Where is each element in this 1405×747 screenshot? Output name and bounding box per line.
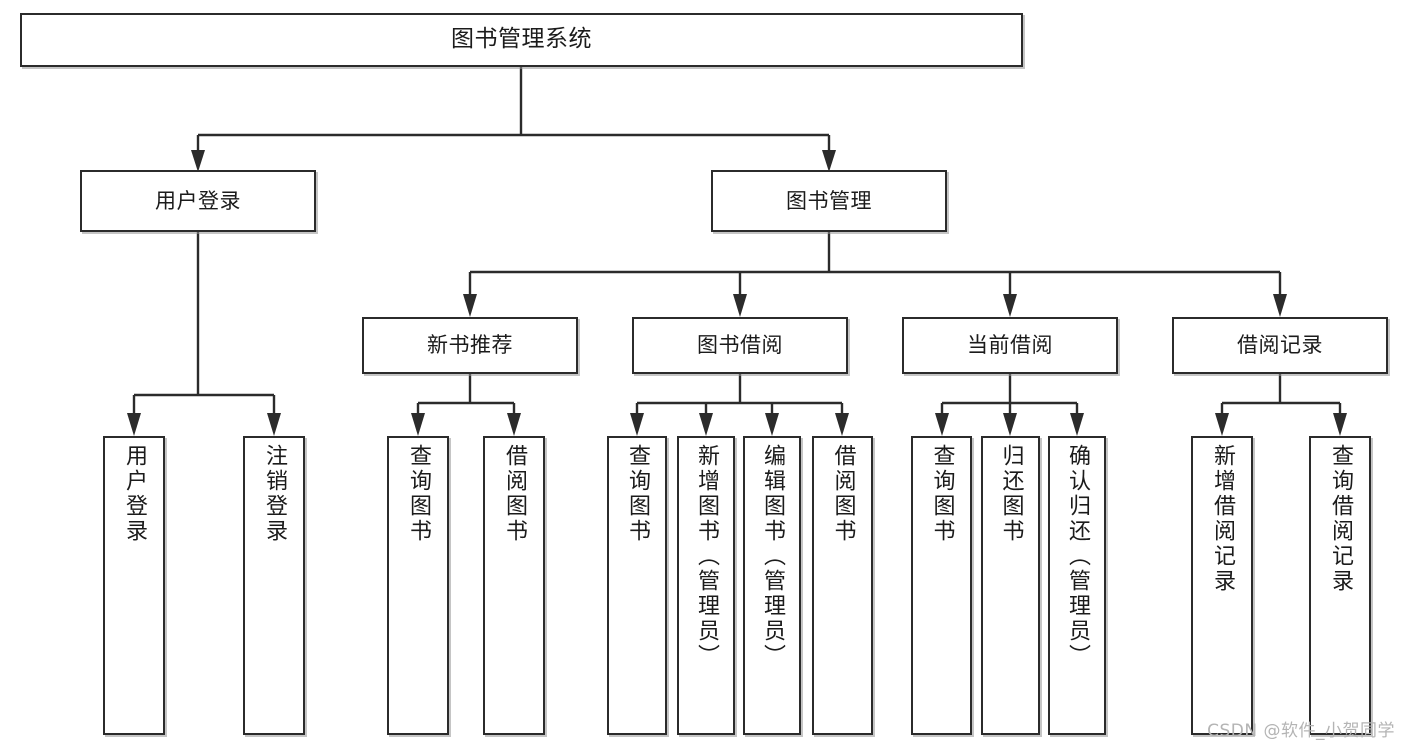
arrow-leaf-add-book: [699, 413, 713, 436]
arrow-leaf-add-record: [1215, 413, 1229, 436]
arrow-leaf-query-record: [1333, 413, 1347, 436]
leaf-label: 借阅图书: [830, 444, 856, 544]
leaf-query-borrow-record[interactable]: 查询借阅记录: [1309, 436, 1371, 735]
leaf-label: 新增借阅记录: [1210, 444, 1235, 594]
leaf-label: 归还图书: [998, 444, 1024, 544]
leaf-query-book-recommendation[interactable]: 查询图书: [387, 436, 449, 735]
leaf-add-book-admin[interactable]: 新增图书（管理员）: [677, 436, 735, 735]
leaf-confirm-return-admin[interactable]: 确认归还（管理员）: [1048, 436, 1106, 735]
arrow-leaf-confirm-return: [1070, 413, 1084, 436]
leaf-label: 查询借阅记录: [1328, 444, 1353, 594]
leaf-user-login[interactable]: 用户登录: [103, 436, 165, 735]
leaf-label: 用户登录: [122, 444, 147, 544]
leaf-label: 借阅图书: [502, 444, 527, 544]
node-label: 用户登录: [155, 188, 241, 213]
leaf-label: 查询图书: [929, 444, 955, 544]
arrow-leaf-query-book-1: [411, 413, 425, 436]
leaf-label: 注销登录: [262, 444, 287, 544]
arrow-new-book-rec: [463, 294, 477, 317]
node-borrow-record[interactable]: 借阅记录: [1172, 317, 1388, 374]
node-root-图书管理系统[interactable]: 图书管理系统: [20, 13, 1023, 67]
leaf-borrow-book-borrow[interactable]: 借阅图书: [812, 436, 873, 735]
arrow-leaf-return-book: [1003, 413, 1017, 436]
node-label: 借阅记录: [1237, 333, 1323, 358]
leaf-query-book-current[interactable]: 查询图书: [911, 436, 972, 735]
leaf-label: 编辑图书（管理员）: [760, 444, 785, 669]
arrow-leaf-edit-book: [765, 413, 779, 436]
leaf-logout[interactable]: 注销登录: [243, 436, 305, 735]
node-user-login[interactable]: 用户登录: [80, 170, 316, 232]
arrow-leaf-borrow-book-2: [835, 413, 849, 436]
leaf-label: 查询图书: [625, 444, 650, 544]
leaf-label: 新增图书（管理员）: [694, 444, 719, 669]
arrow-leaf-query-book-3: [935, 413, 949, 436]
arrow-user-login: [191, 150, 205, 172]
leaf-borrow-book-recommendation[interactable]: 借阅图书: [483, 436, 545, 735]
leaf-return-book[interactable]: 归还图书: [981, 436, 1040, 735]
arrow-leaf-logout: [267, 413, 281, 436]
node-current-borrow[interactable]: 当前借阅: [902, 317, 1118, 374]
arrow-borrow-record: [1273, 294, 1287, 317]
arrow-book-borrow: [733, 294, 747, 317]
leaf-label: 查询图书: [406, 444, 431, 544]
leaf-query-book-borrow[interactable]: 查询图书: [607, 436, 667, 735]
node-new-book-recommendation[interactable]: 新书推荐: [362, 317, 578, 374]
node-book-manage[interactable]: 图书管理: [711, 170, 947, 232]
node-label: 图书借阅: [697, 333, 783, 358]
csdn-watermark: CSDN @软件_小贺同学: [1207, 721, 1395, 741]
leaf-label: 确认归还（管理员）: [1065, 444, 1090, 669]
node-label: 当前借阅: [967, 333, 1053, 358]
leaf-add-borrow-record[interactable]: 新增借阅记录: [1191, 436, 1253, 735]
arrow-leaf-borrow-book-1: [507, 413, 521, 436]
arrow-leaf-query-book-2: [630, 413, 644, 436]
node-label: 图书管理系统: [451, 26, 592, 53]
leaf-edit-book-admin[interactable]: 编辑图书（管理员）: [743, 436, 801, 735]
node-book-borrow[interactable]: 图书借阅: [632, 317, 848, 374]
arrow-current-borrow: [1003, 294, 1017, 317]
node-label: 图书管理: [786, 188, 872, 213]
node-label: 新书推荐: [427, 333, 513, 358]
arrow-book-manage: [822, 150, 836, 172]
arrow-leaf-user-login: [127, 413, 141, 436]
